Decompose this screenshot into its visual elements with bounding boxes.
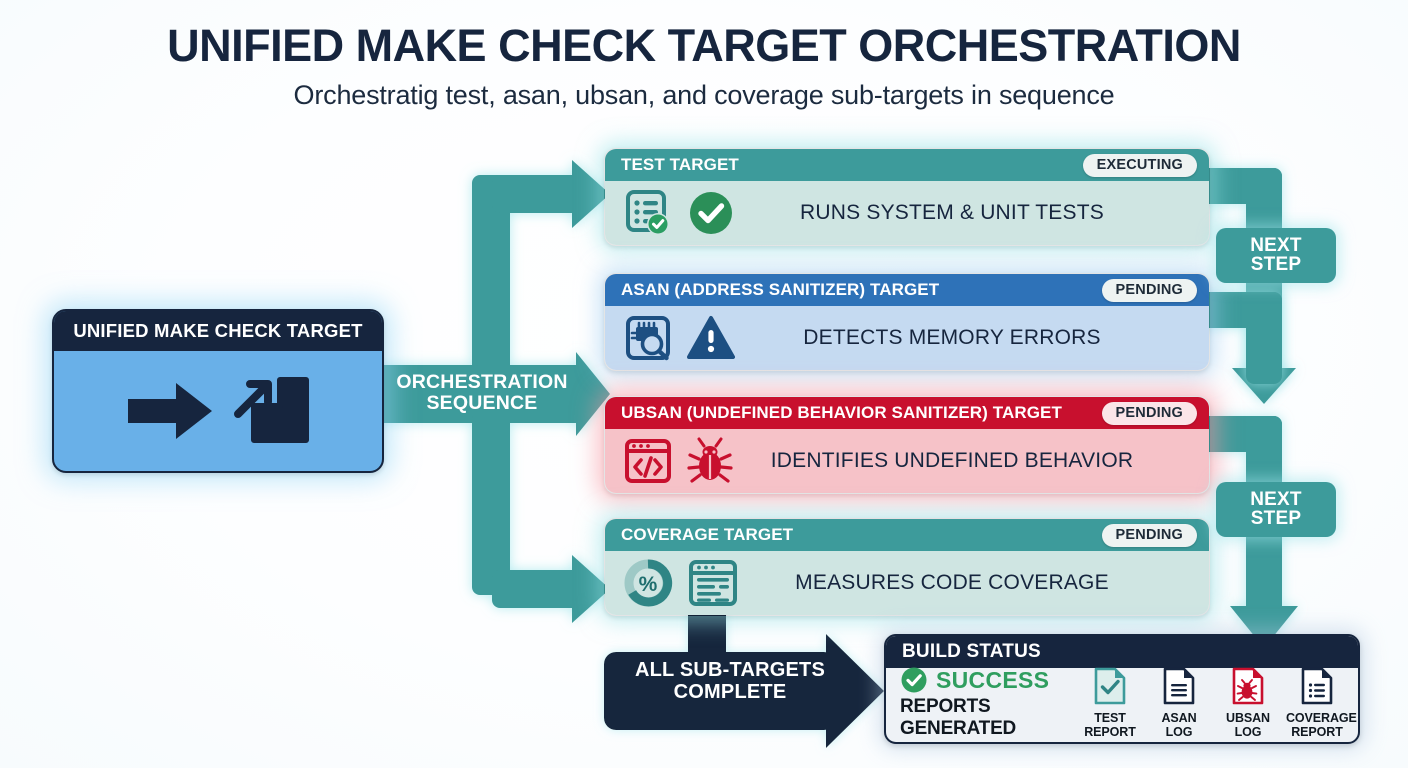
card-test-header: TEST TARGET EXECUTING <box>605 149 1209 181</box>
entry-title: UNIFIED MAKE CHECK TARGET <box>54 311 382 351</box>
arrow-right-icon <box>128 383 212 439</box>
entry-icons <box>54 351 382 471</box>
memory-chip-inspect-icon <box>626 316 670 361</box>
card-ubsan-icons <box>605 437 755 485</box>
card-coverage-title: COVERAGE TARGET <box>621 525 794 544</box>
document-list-icon <box>1301 667 1333 705</box>
orchestration-label-line1: ORCHESTRATION <box>396 371 568 393</box>
document-lines-icon <box>1163 667 1195 705</box>
artifact-test-report-line2: REPORT <box>1084 724 1136 739</box>
complete-line2: COMPLETE <box>673 681 787 703</box>
build-status-title: BUILD STATUS <box>886 636 1358 668</box>
card-test-icons <box>605 188 755 238</box>
artifact-coverage-report-line1: COVERAGE <box>1286 711 1357 725</box>
artifact-asan-log[interactable]: ASAN LOG <box>1148 667 1210 739</box>
card-ubsan-body: IDENTIFIES UNDEFINED BEHAVIOR <box>605 429 1209 493</box>
build-status-result-row: SUCCESS <box>900 666 1067 694</box>
artifact-test-report-line1: TEST <box>1094 711 1126 725</box>
build-status-result: SUCCESS <box>936 666 1050 693</box>
bug-icon <box>687 437 733 483</box>
complete-line1: ALL SUB-TARGETS <box>634 659 826 681</box>
check-circle-icon <box>901 667 927 693</box>
check-circle-icon <box>690 192 732 234</box>
connector-complete-arrow <box>604 612 884 748</box>
artifact-asan-log-label: ASAN LOG <box>1148 711 1210 739</box>
unified-make-check-target-box[interactable]: UNIFIED MAKE CHECK TARGET <box>52 309 384 473</box>
build-status-body: SUCCESS REPORTS GENERATED TEST REPORT <box>886 666 1358 740</box>
artifact-ubsan-log[interactable]: UBSAN LOG <box>1217 667 1279 739</box>
build-status-panel[interactable]: BUILD STATUS SUCCESS REPORTS GENERATED <box>884 634 1360 744</box>
document-check-icon <box>1094 667 1126 705</box>
card-test-title: TEST TARGET <box>621 155 739 174</box>
all-subtargets-complete-label: ALL SUB-TARGETS COMPLETE <box>612 659 848 703</box>
build-status-result-block: SUCCESS REPORTS GENERATED <box>900 666 1067 740</box>
svg-text:%: % <box>639 573 658 596</box>
artifact-ubsan-log-line1: UBSAN <box>1226 711 1270 725</box>
checklist-icon <box>626 190 669 235</box>
stairs-up-arrow-icon <box>234 377 309 443</box>
card-test-target[interactable]: TEST TARGET EXECUTING <box>604 148 1210 246</box>
card-coverage-icons: % <box>605 558 755 608</box>
card-asan-title: ASAN (ADDRESS SANITIZER) TARGET <box>621 280 940 299</box>
card-coverage-body: % MEA <box>605 551 1209 615</box>
artifact-coverage-report-label: COVERAGE REPORT <box>1286 711 1357 739</box>
card-coverage-target[interactable]: COVERAGE TARGET PENDING % <box>604 518 1210 616</box>
orchestration-sequence-label: ORCHESTRATION SEQUENCE <box>396 371 568 415</box>
card-ubsan-status-badge: PENDING <box>1101 401 1197 425</box>
artifact-asan-log-line1: ASAN <box>1161 711 1197 725</box>
warning-triangle-icon <box>687 316 735 359</box>
card-ubsan-title: UBSAN (UNDEFINED BEHAVIOR SANITIZER) TAR… <box>621 403 1062 422</box>
card-asan-target[interactable]: ASAN (ADDRESS SANITIZER) TARGET PENDING <box>604 273 1210 371</box>
card-asan-status-badge: PENDING <box>1101 278 1197 302</box>
code-window-icon <box>625 439 671 483</box>
artifact-ubsan-log-line2: LOG <box>1234 724 1262 739</box>
card-ubsan-target[interactable]: UBSAN (UNDEFINED BEHAVIOR SANITIZER) TAR… <box>604 396 1210 494</box>
card-asan-icons <box>605 313 755 363</box>
next-step-2-line1: NEXT <box>1250 489 1302 510</box>
artifact-ubsan-log-label: UBSAN LOG <box>1217 711 1279 739</box>
card-coverage-header: COVERAGE TARGET PENDING <box>605 519 1209 551</box>
orchestration-label-line2: SEQUENCE <box>426 392 538 415</box>
card-test-description: RUNS SYSTEM & UNIT TESTS <box>800 201 1104 224</box>
artifact-test-report[interactable]: TEST REPORT <box>1079 667 1141 739</box>
page-title: UNIFIED MAKE CHECK TARGET ORCHESTRATION <box>167 20 1241 71</box>
percent-donut-icon: % <box>624 559 673 607</box>
next-step-1-line1: NEXT <box>1250 235 1302 256</box>
artifact-coverage-report[interactable]: COVERAGE REPORT <box>1286 667 1357 739</box>
report-window-icon <box>689 560 737 606</box>
orchestration-manifold <box>374 160 610 623</box>
next-step-1-line2: STEP <box>1250 254 1302 276</box>
next-step-label-2: NEXT STEP <box>1216 482 1336 537</box>
next-step-2-line2: STEP <box>1250 508 1302 530</box>
connector-asan-to-coverage <box>1192 292 1282 384</box>
card-coverage-status-badge: PENDING <box>1101 523 1197 547</box>
artifact-test-report-label: TEST REPORT <box>1079 711 1141 739</box>
build-artifacts-list: TEST REPORT ASAN <box>1079 667 1357 739</box>
page-subtitle: Orchestratig test, asan, ubsan, and cove… <box>293 80 1115 110</box>
artifact-asan-log-line2: LOG <box>1165 724 1193 739</box>
card-test-status-badge: EXECUTING <box>1082 153 1197 177</box>
card-asan-header: ASAN (ADDRESS SANITIZER) TARGET PENDING <box>605 274 1209 306</box>
build-status-subtext: REPORTS GENERATED <box>900 696 1017 739</box>
card-asan-body: DETECTS MEMORY ERRORS <box>605 306 1209 370</box>
card-test-body: RUNS SYSTEM & UNIT TESTS <box>605 181 1209 245</box>
artifact-coverage-report-line2: REPORT <box>1291 724 1343 739</box>
next-step-label-1: NEXT STEP <box>1216 228 1336 283</box>
card-asan-description: DETECTS MEMORY ERRORS <box>803 326 1101 349</box>
card-coverage-description: MEASURES CODE COVERAGE <box>795 571 1109 594</box>
card-ubsan-description: IDENTIFIES UNDEFINED BEHAVIOR <box>770 449 1134 472</box>
card-ubsan-header: UBSAN (UNDEFINED BEHAVIOR SANITIZER) TAR… <box>605 397 1209 429</box>
document-bug-icon <box>1232 667 1264 705</box>
